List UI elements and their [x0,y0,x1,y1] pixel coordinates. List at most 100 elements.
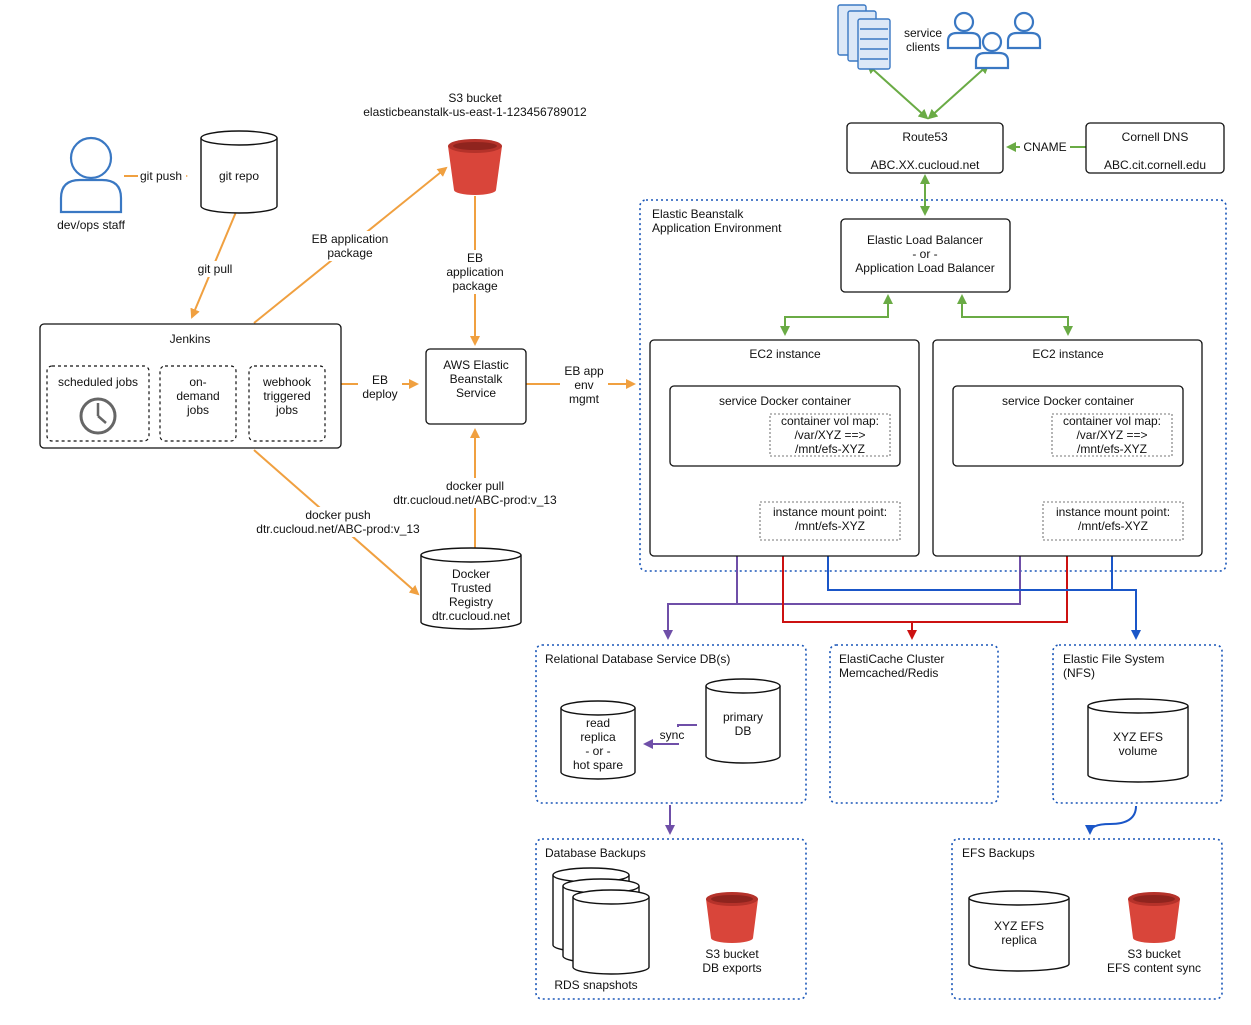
eb-package-label-2: package [327,246,373,260]
vol-map-left-1: container vol map: [781,414,879,428]
s3-bucket-name: elasticbeanstalk-us-east-1-123456789012 [363,105,587,119]
ec2-left-label: EC2 instance [749,347,821,361]
efs-volume-cylinder [1087,698,1189,783]
vol-map-right-2: /var/XYZ ==> [1076,428,1147,442]
rds-snapshots-label: RDS snapshots [554,978,637,992]
mount-point-right-2: /mnt/efs-XYZ [1078,519,1148,533]
mount-point-left-1: instance mount point: [773,505,887,519]
on-demand-label-1: on- [189,375,206,389]
ec2-right-label: EC2 instance [1032,347,1104,361]
vol-map-left-box [769,413,891,457]
efs-volume-label-1: XYZ EFS [1113,730,1163,744]
docker-pull-label-1: docker pull [446,479,504,493]
vol-map-left-3: /mnt/efs-XYZ [795,442,865,456]
webhook-label-1: webhook [262,375,312,389]
mount-point-left-2: /mnt/efs-XYZ [795,519,865,533]
registry-label-2: Trusted [451,581,491,595]
cornell-dns-box [1085,122,1225,174]
vol-map-right-1: container vol map: [1063,414,1161,428]
eb-environment-container [639,199,1227,572]
db-backups-container [535,838,807,1000]
s3-efs-sync-bucket-icon [1128,892,1180,943]
on-demand-label-3: jobs [186,403,209,417]
efs-label-2: (NFS) [1063,666,1095,680]
read-replica-label-1: read [586,716,610,730]
s3-db-exports-label-1: S3 bucket [705,947,759,961]
s3-db-exports-bucket-icon [706,892,758,943]
cornell-dns-domain: ABC.cit.cornell.edu [1104,158,1206,172]
elb-ec2-right-arrow [957,294,1073,336]
cornell-dns-label: Cornell DNS [1122,130,1189,144]
rds-snapshots-cylinders [552,867,650,975]
devops-person-icon [59,136,123,214]
mount-point-right-1: instance mount point: [1056,505,1170,519]
vol-map-right-3: /mnt/efs-XYZ [1077,442,1147,456]
efs-volume-label-2: volume [1119,744,1158,758]
eb-package-label-1: EB application [312,232,389,246]
devops-label: dev/ops staff [57,218,125,232]
docker-container-left-label: service Docker container [719,394,851,408]
route53-box [846,122,1004,174]
efs-backups-label: EFS Backups [962,846,1035,860]
git-repo-label: git repo [219,169,259,183]
mount-point-right-box [1042,501,1184,541]
s3-db-exports-label-2: DB exports [702,961,761,975]
service-clients-label-1: service [904,26,942,40]
s3-bucket-title: S3 bucket [448,91,502,105]
clients-route53-arrow-left [866,63,929,120]
s3-efs-sync-label-2: EFS content sync [1107,961,1201,975]
eb-package-b-label-2: application [446,265,503,279]
primary-db-label-2: DB [735,724,752,738]
server-stack-icon [837,4,891,70]
on-demand-jobs-box [159,365,237,442]
efs-replica-label-1: XYZ EFS [994,919,1044,933]
aws-eb-service-box [425,348,527,425]
route53-domain: ABC.XX.cucloud.net [871,158,980,172]
scheduled-jobs-label: scheduled jobs [58,375,138,389]
service-clients-label-2: clients [906,40,940,54]
efs-replica-cylinder [968,890,1070,972]
registry-label-3: Registry [449,595,493,609]
elb-label-1: Elastic Load Balancer [867,233,983,247]
load-balancer-box [840,218,1011,293]
aws-eb-label-3: Service [456,386,496,400]
eb-env-label-3: mgmt [569,392,600,406]
efs-replica-label-2: replica [1001,933,1037,947]
elasticache-label-2: Memcached/Redis [839,666,938,680]
client-person-icon-2 [1006,11,1042,50]
read-replica-label-3: - or - [585,744,610,758]
sync-label: sync [660,728,685,742]
efs-backup-arrow [1085,805,1137,835]
cname-label: CNAME [1023,140,1066,154]
aws-eb-label-2: Beanstalk [450,372,504,386]
eb-deploy-label-1: EB [372,373,388,387]
docker-push-label-1: docker push [305,508,370,522]
vol-map-right-box [1051,413,1173,457]
efs-backups-container [951,838,1223,1000]
primary-db-label-1: primary [723,710,763,724]
git-push-label: git push [140,169,182,183]
mount-efs-left-arrow [823,543,1141,640]
eb-env-label-1: Elastic Beanstalk [652,207,744,221]
elb-label-3: Application Load Balancer [855,261,994,275]
s3-bucket-icon [448,139,502,195]
docker-pull-label-2: dtr.cucloud.net/ABC-prod:v_13 [393,493,557,507]
efs-label-1: Elastic File System [1063,652,1164,666]
eb-env-label-1: EB app [564,364,604,378]
clients-route53-arrow-right [927,63,990,120]
eb-env-label-2: Application Environment [652,221,782,235]
route53-label: Route53 [902,130,948,144]
webhook-jobs-box [248,365,326,442]
git-repo-cylinder [200,130,278,214]
read-replica-cylinder [560,700,636,780]
rds-label: Relational Database Service DB(s) [545,652,730,666]
rds-container [535,644,807,804]
s3-efs-sync-label-1: S3 bucket [1127,947,1181,961]
clock-icon [79,397,117,435]
jenkins-label: Jenkins [170,332,211,346]
eb-package-b-label-3: package [452,279,498,293]
elb-ec2-left-arrow [780,294,893,336]
registry-label-1: Docker [452,567,490,581]
docker-container-right-label: service Docker container [1002,394,1134,408]
